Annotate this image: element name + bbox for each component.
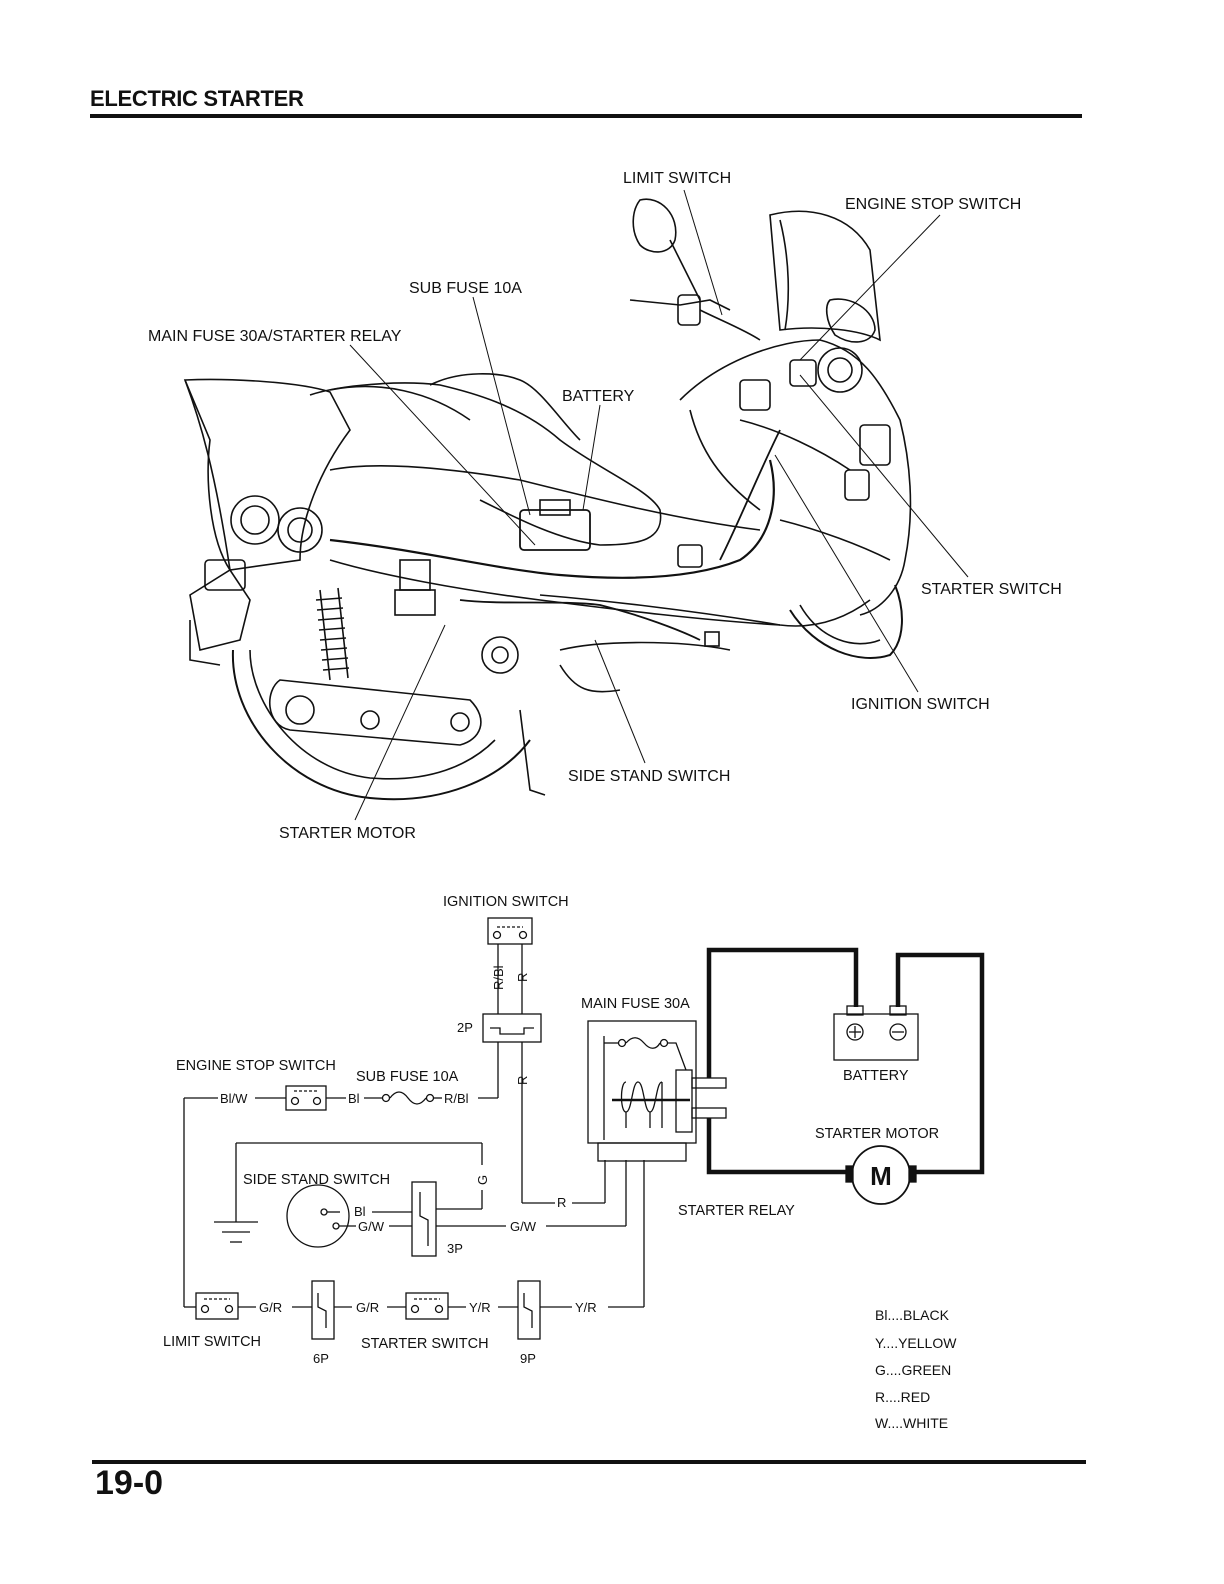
- connector-9p: [517, 1280, 541, 1340]
- connector-label-9p: 9P: [520, 1351, 536, 1366]
- wiring-schematic: [183, 917, 985, 1340]
- wire-g: G: [475, 1175, 490, 1185]
- label-battery: BATTERY: [562, 388, 635, 405]
- legend-item: Y....YELLOW: [875, 1335, 957, 1351]
- label-main-fuse-relay: MAIN FUSE 30A/STARTER RELAY: [148, 328, 402, 345]
- sch-sub-fuse: SUB FUSE 10A: [356, 1069, 459, 1085]
- wire-r-bl-fuse: R/Bl: [444, 1091, 469, 1106]
- leader-lines: [349, 189, 969, 821]
- limit-switch-symbol: [195, 1292, 239, 1320]
- schematic-labels: IGNITION SWITCH MAIN FUSE 30A ENGINE STO…: [163, 894, 939, 1366]
- label-limit-switch: LIMIT SWITCH: [623, 170, 731, 187]
- header-rule: [90, 114, 1082, 118]
- wire-g-w-relay: G/W: [510, 1219, 537, 1234]
- side-stand-switch-symbol: [286, 1184, 350, 1248]
- battery-symbol: [833, 1013, 919, 1061]
- engine-stop-switch-symbol: [285, 1085, 327, 1111]
- wire-bl-side: Bl: [354, 1204, 366, 1219]
- legend-item: W....WHITE: [875, 1415, 948, 1431]
- legend-item: G....GREEN: [875, 1362, 951, 1378]
- connector-label-3p: 3P: [447, 1241, 463, 1256]
- label-sub-fuse: SUB FUSE 10A: [409, 280, 522, 297]
- sch-limit-switch: LIMIT SWITCH: [163, 1334, 261, 1350]
- legend-item: Bl....BLACK: [875, 1307, 950, 1323]
- wire-r-bl-ignition: R/Bl: [491, 965, 506, 990]
- sch-starter-switch: STARTER SWITCH: [361, 1336, 489, 1352]
- wire-bl-stop: Bl: [348, 1091, 360, 1106]
- sch-side-stand-switch: SIDE STAND SWITCH: [243, 1172, 390, 1188]
- starter-switch-symbol: [405, 1292, 449, 1320]
- label-side-stand-switch: SIDE STAND SWITCH: [568, 768, 730, 785]
- wire-g-r-limit: G/R: [259, 1300, 282, 1315]
- page-number: 19-0: [95, 1464, 164, 1502]
- connector-label-2p: 2P: [457, 1020, 473, 1035]
- wire-y-r-starter: Y/R: [469, 1300, 491, 1315]
- wire-y-r-relay: Y/R: [575, 1300, 597, 1315]
- wire-r-2p: R: [515, 1076, 530, 1085]
- ignition-switch-symbol: [487, 917, 533, 945]
- wire-r-relay: R: [557, 1195, 566, 1210]
- section-title: ELECTRIC STARTER: [90, 86, 304, 111]
- color-legend: Bl....BLACK Y....YELLOW G....GREEN R....…: [875, 1307, 957, 1431]
- connector-3p: [411, 1181, 437, 1257]
- scooter-illustration: [183, 198, 912, 801]
- legend-item: R....RED: [875, 1389, 930, 1405]
- illustration-labels: LIMIT SWITCH ENGINE STOP SWITCH SUB FUSE…: [148, 170, 1062, 842]
- connector-label-6p: 6P: [313, 1351, 329, 1366]
- footer-rule: [92, 1460, 1086, 1464]
- wire-g-r-starter: G/R: [356, 1300, 379, 1315]
- sch-battery: BATTERY: [843, 1068, 909, 1084]
- connector-6p: [311, 1280, 335, 1340]
- sch-ignition-switch: IGNITION SWITCH: [443, 894, 569, 910]
- sub-fuse-symbol: [389, 1091, 427, 1105]
- connector-2p: [482, 1013, 542, 1043]
- label-starter-motor: STARTER MOTOR: [279, 825, 416, 842]
- sch-starter-motor: STARTER MOTOR: [815, 1126, 939, 1142]
- sch-starter-relay: STARTER RELAY: [678, 1203, 795, 1219]
- label-ignition-switch: IGNITION SWITCH: [851, 696, 990, 713]
- sch-main-fuse: MAIN FUSE 30A: [581, 996, 690, 1012]
- wire-bl-w: Bl/W: [220, 1091, 248, 1106]
- label-starter-switch: STARTER SWITCH: [921, 581, 1062, 598]
- relay-coil: [620, 1081, 663, 1113]
- motor-symbol-letter: M: [870, 1161, 892, 1191]
- sch-engine-stop-switch: ENGINE STOP SWITCH: [176, 1058, 336, 1074]
- wire-r-ignition: R: [515, 973, 530, 982]
- label-engine-stop-switch: ENGINE STOP SWITCH: [845, 196, 1021, 213]
- wire-g-w-side: G/W: [358, 1219, 385, 1234]
